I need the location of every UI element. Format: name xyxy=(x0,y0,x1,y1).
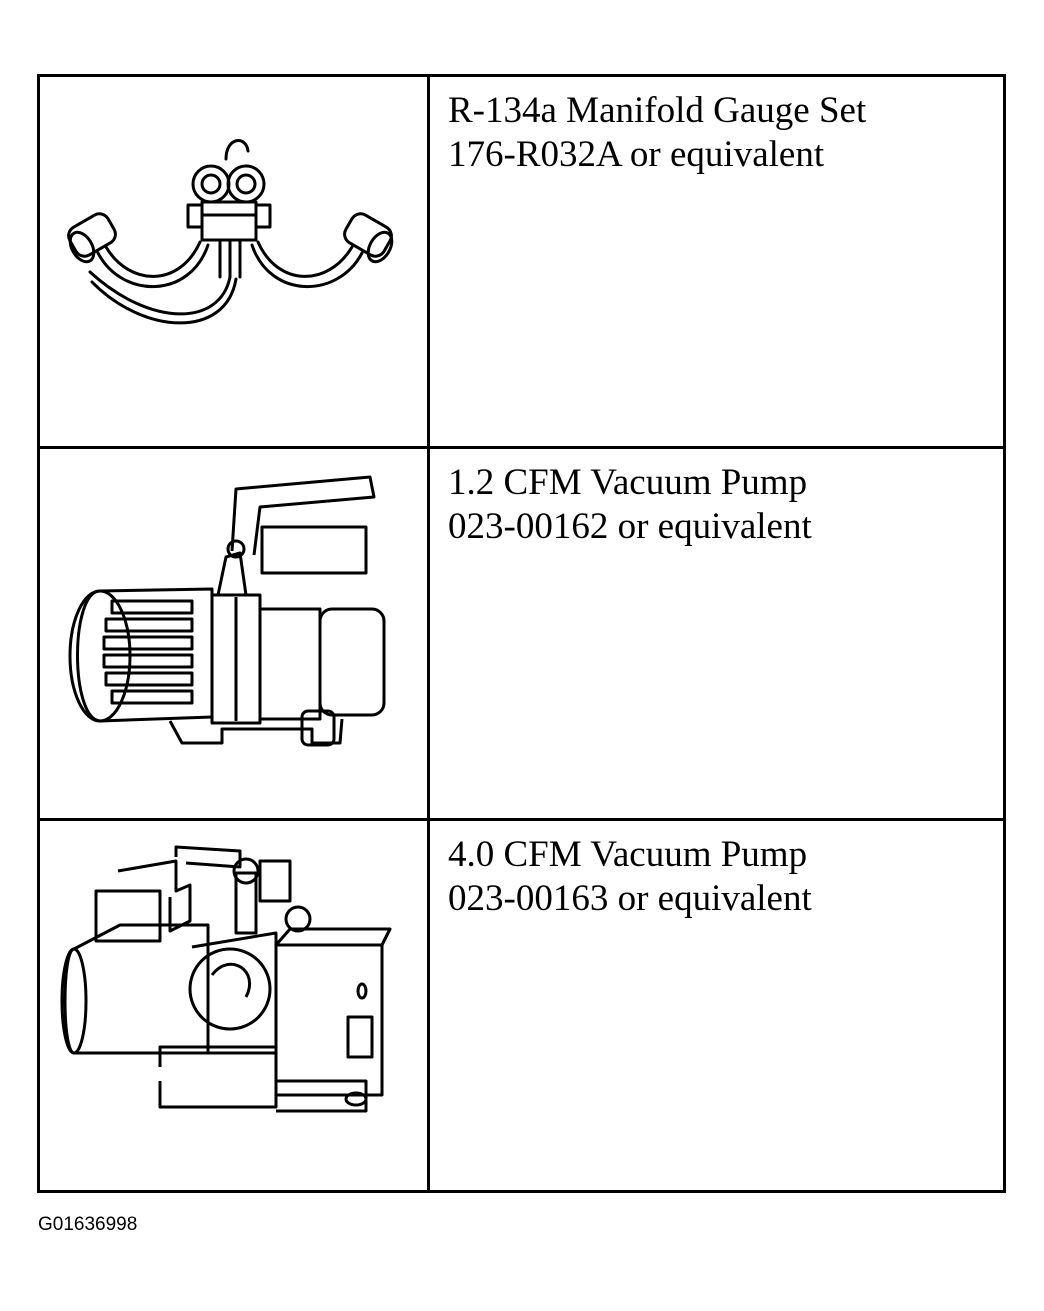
tool-illustration-cell xyxy=(37,446,430,821)
tool-name: 1.2 CFM Vacuum Pump xyxy=(448,462,808,503)
tool-part-number: 176-R032A or equivalent xyxy=(448,134,825,175)
tool-description-cell: 4.0 CFM Vacuum Pump 023-00163 or equival… xyxy=(427,818,1006,1193)
tool-description-cell: 1.2 CFM Vacuum Pump 023-00162 or equival… xyxy=(427,446,1006,821)
tool-description-cell: R-134a Manifold Gauge Set 176-R032A or e… xyxy=(427,74,1006,449)
special-tools-table: R-134a Manifold Gauge Set 176-R032A or e… xyxy=(37,74,1006,1193)
manifold-gauge-set-icon xyxy=(67,139,394,325)
tool-part-number: 023-00163 or equivalent xyxy=(448,878,812,919)
tool-name: R-134a Manifold Gauge Set xyxy=(448,90,867,131)
tool-part-number: 023-00162 or equivalent xyxy=(448,506,812,547)
tool-name: 4.0 CFM Vacuum Pump xyxy=(448,834,808,875)
figure-id: G01636998 xyxy=(38,1214,138,1235)
vacuum-pump-small-icon xyxy=(68,475,386,747)
vacuum-pump-large-icon xyxy=(60,845,392,1113)
tool-illustration-cell xyxy=(37,74,430,449)
tool-row-vacuum-pump-small: 1.2 CFM Vacuum Pump 023-00162 or equival… xyxy=(37,446,1006,821)
tool-row-vacuum-pump-large: 4.0 CFM Vacuum Pump 023-00163 or equival… xyxy=(37,818,1006,1193)
tool-illustration-cell xyxy=(37,818,430,1193)
tool-row-manifold-gauge: R-134a Manifold Gauge Set 176-R032A or e… xyxy=(37,74,1006,449)
